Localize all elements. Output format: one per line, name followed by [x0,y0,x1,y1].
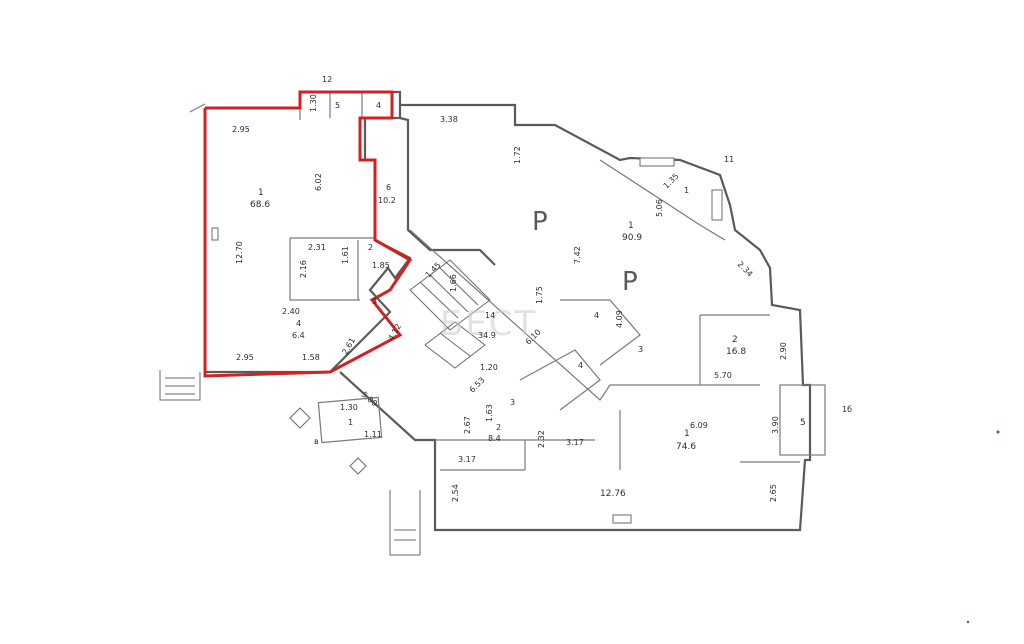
dimension: 2.90 [779,342,788,360]
marker: 1б [842,405,852,414]
room-number: 4 [578,361,583,370]
room-area: 74.6 [676,442,696,452]
watermark: БЕСТ [440,304,537,344]
dimension: 5.70 [714,371,732,380]
room-number: 1 [628,221,634,231]
room-area: 8.4 [488,434,501,443]
room-number: 2 [496,423,501,432]
symbol-r: Р [532,207,548,237]
stair-core [159,259,491,556]
walls-left-block [189,90,412,374]
room-area: 1.85 [372,261,390,270]
room-number: 1 [348,418,353,427]
room-number: 14 [485,311,495,320]
room-number: 4 [376,101,381,110]
dimension: 12.76 [600,489,626,499]
dimension: 2.31 [308,243,326,252]
room-area: 10.2 [378,196,396,205]
room-number: 3 [638,345,643,354]
dimension: 2.40 [282,307,300,316]
dimension: 3.38 [440,115,458,124]
room-number: 2 [732,335,738,345]
dimension: 1.30 [309,94,318,112]
room-area: 68.6 [250,200,270,210]
room-area: 90.9 [622,233,642,243]
dimension: 2.32 [537,430,546,448]
room-labels: 1 68.6 2 1.85 3 4 6.4 5 4 6 10.2 1 90.9 … [250,101,806,452]
dimension: 2.16 [299,260,308,278]
dimension: 1.58 [302,353,320,362]
dimension: 1.30 [340,403,358,412]
dimension: 5.06 [655,199,664,217]
marker: в [314,437,319,446]
dimension: 4.09 [615,310,624,328]
room-number: 4 [296,319,301,328]
dimension: 3.17 [566,438,584,447]
dimension: 6.09 [690,421,708,430]
symbol-p: Р [622,267,638,297]
room-number: 5 [800,418,806,428]
dimension: 1.72 [513,146,522,164]
scan-speck [966,620,970,624]
dimension: 1.35 [662,172,681,191]
room-number: 3 [372,297,377,306]
dimension: 12 [322,75,332,84]
dimension: 3.17 [458,455,476,464]
dimension: 1.66 [449,274,458,292]
dimension: 1.63 [485,404,494,422]
dimension: 2.67 [463,416,472,434]
room-number: 1 [258,188,264,198]
dimension: 2.65 [769,484,778,502]
room-number: 1 [684,186,689,195]
room-number: 3 [510,398,515,407]
dimension: 2.34 [736,260,755,279]
room-number: 4 [594,311,599,320]
dimension: 2.95 [236,353,254,362]
room-number: 6 [386,183,391,192]
dimension: 1.20 [480,363,498,372]
dimension: 1.11 [364,430,382,439]
scan-speck [996,430,1000,434]
dimension: 1.61 [341,246,350,264]
dimension: 4.12 [386,322,403,342]
room-area: 16.8 [726,347,746,357]
walls-main-block [317,103,826,532]
highlighted-premises-outline [203,90,413,378]
dimension: 2.54 [451,484,460,502]
dimension: 2.95 [232,125,250,134]
dimension: 3.90 [771,416,780,434]
dimension: 7.42 [573,246,582,264]
dimension: 6.02 [314,173,323,191]
room-area: 34.9 [478,331,496,340]
dimension: 12.70 [235,241,244,264]
dimension: 6.53 [468,376,487,395]
section-markers: 11 1б в [314,155,852,446]
room-area: 6.4 [292,331,305,340]
marker: 11 [724,155,734,164]
room-number: 5 [335,101,340,110]
dimension: 1.45 [424,261,443,280]
room-number: 2 [368,243,373,252]
room-number: 1 [684,429,690,439]
dimension: 1.75 [535,286,544,304]
